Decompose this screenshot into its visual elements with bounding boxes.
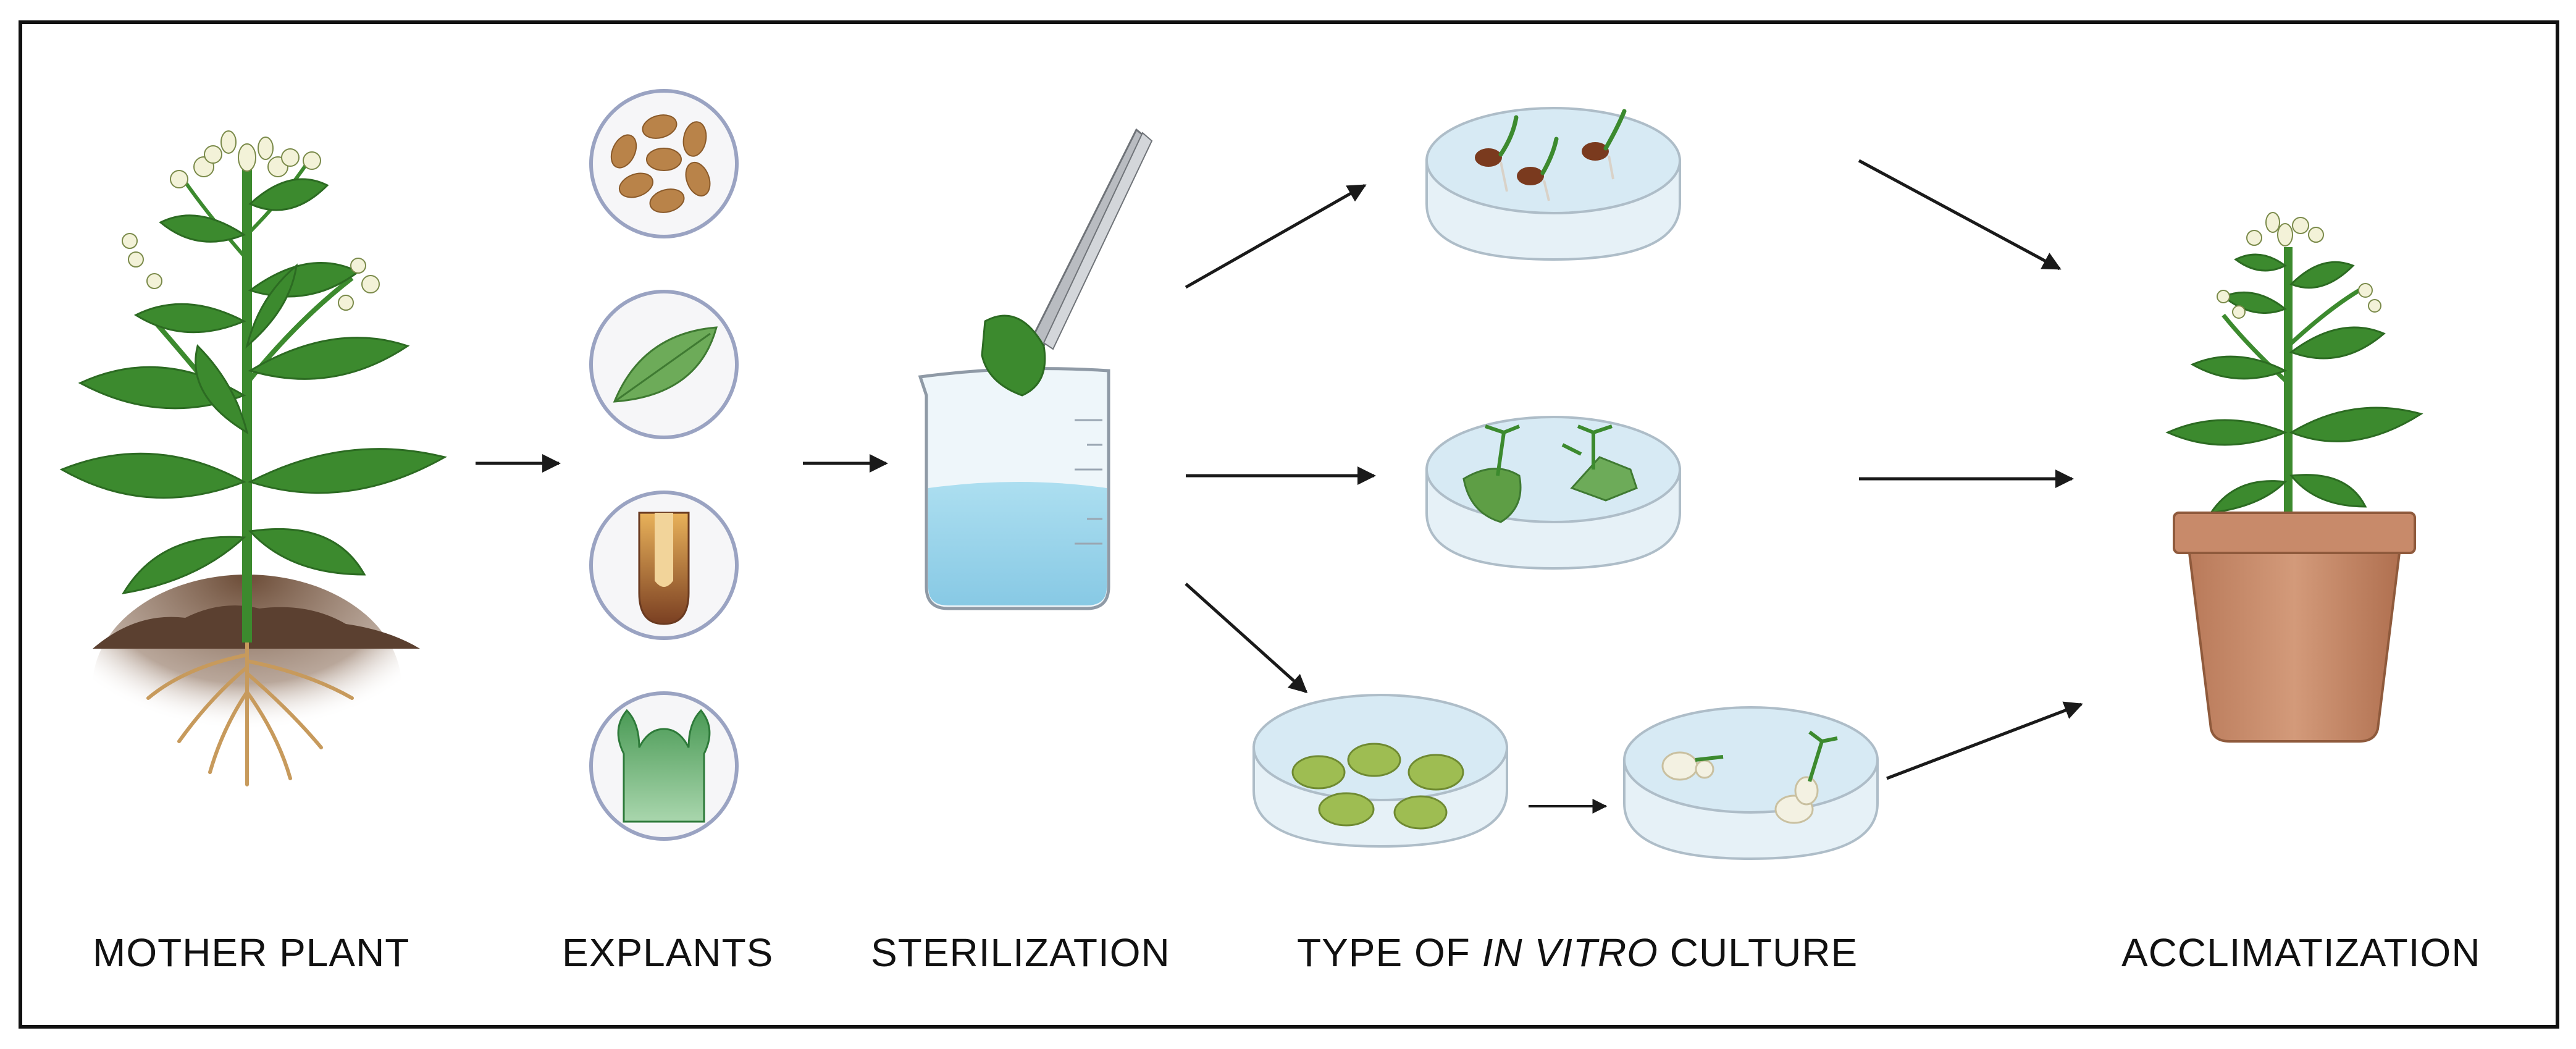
leaf-icon (589, 290, 739, 439)
root-tip-icon (589, 491, 739, 640)
potted-plant-icon (2165, 212, 2423, 743)
label-sterilization: STERILIZATION (871, 930, 1170, 975)
label-culture-italic: IN VITRO (1482, 930, 1658, 975)
seed-germination-dish (1425, 107, 1681, 261)
figure-border (19, 20, 2559, 1029)
shoot-apex-icon (589, 691, 739, 841)
callus-dish (1252, 694, 1508, 848)
regeneration-dish (1623, 706, 1879, 861)
label-acclimatization: ACCLIMATIZATION (2121, 930, 2481, 975)
label-culture-suffix: CULTURE (1658, 930, 1858, 975)
arrow-seed-culture-to-acclimatization (1858, 159, 2062, 271)
label-in-vitro-culture: TYPE OF IN VITRO CULTURE (1297, 930, 1858, 975)
sterilization-leaf-icon (981, 314, 1046, 397)
mother-plant-icon (59, 130, 448, 797)
forceps-icon (1030, 128, 1153, 350)
arrow-sterilization-to-seed-culture (1185, 183, 1367, 289)
beaker-icon (918, 367, 1110, 610)
seeds-icon (589, 89, 739, 238)
label-culture-prefix: TYPE OF (1297, 930, 1482, 975)
organogenesis-dish (1425, 416, 1681, 570)
arrow-regeneration-to-acclimatization (1886, 701, 2083, 780)
arrow-sterilization-to-callus-culture (1185, 583, 1308, 694)
label-mother-plant: MOTHER PLANT (93, 930, 410, 975)
label-explants: EXPLANTS (562, 930, 774, 975)
